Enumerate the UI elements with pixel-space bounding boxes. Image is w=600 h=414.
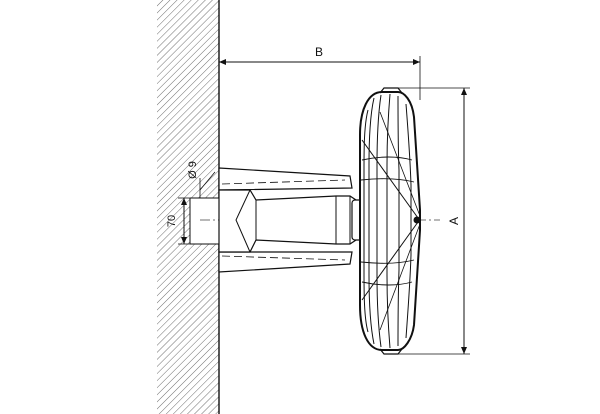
mounting-bracket: [218, 167, 367, 273]
dimension-offset: 70: [166, 197, 190, 245]
fan-hub: [413, 216, 421, 224]
motor-housing: [218, 189, 363, 253]
offset-label: 70: [166, 215, 178, 227]
bracket-bottom-arm: [218, 251, 353, 273]
anchor-recess: [190, 198, 220, 244]
dimension-b-label: B: [315, 45, 323, 59]
wall: [157, 0, 220, 414]
fan-guard-outline: [359, 91, 421, 351]
bracket-top-arm: [218, 167, 353, 191]
dimension-a-label: A: [447, 217, 461, 225]
dimension-a: A: [392, 87, 470, 355]
dimension-b: B: [219, 45, 421, 100]
hole-diameter-label: Ø 9: [187, 161, 199, 179]
fan-guard: [359, 87, 421, 355]
dimension-hole-diameter: Ø 9: [187, 161, 216, 198]
